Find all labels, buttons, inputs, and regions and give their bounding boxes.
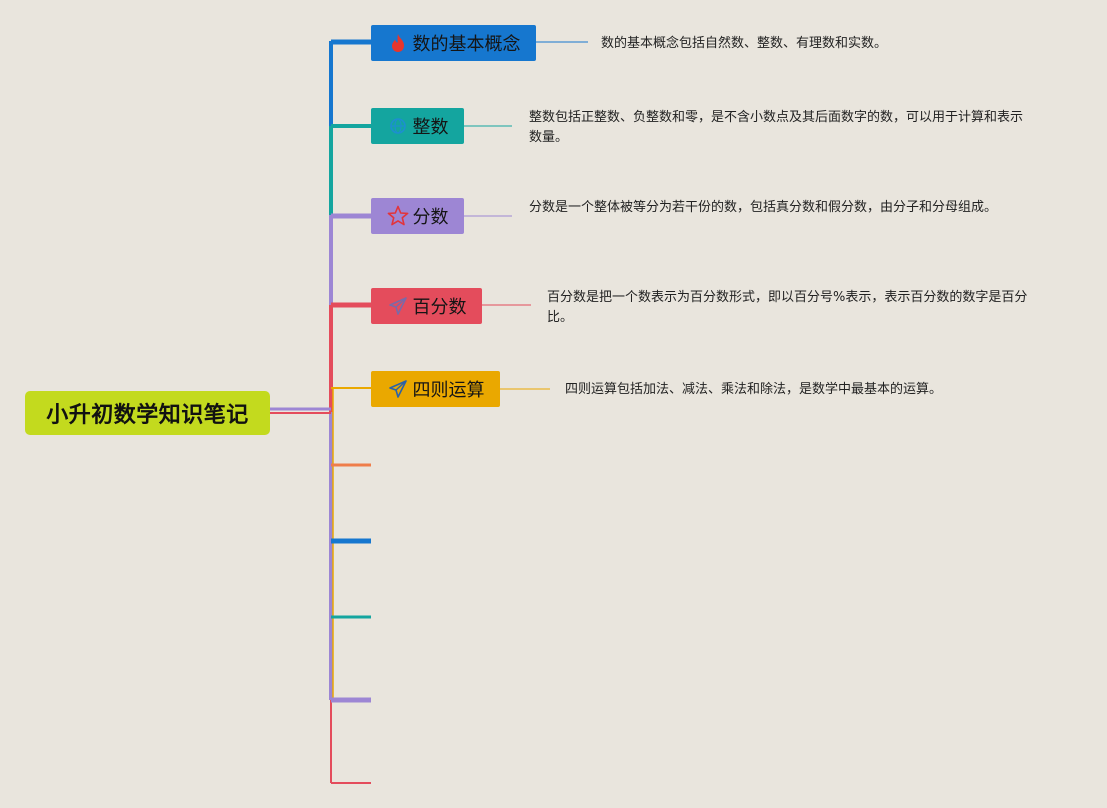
topic-description: 整数包括正整数、负整数和零，是不含小数点及其后面数字的数，可以用于计算和表示数量… [529,110,1024,145]
paper-plane-icon [387,295,409,317]
topic-label: 百分数 [412,297,467,318]
topic-node-integers[interactable]: 整数 [371,108,464,144]
topic-node-fractions[interactable]: 分数 [371,198,464,234]
globe-icon [387,115,409,137]
topic-label: 四则运算 [412,380,485,401]
topic-description: 数的基本概念包括自然数、整数、有理数和实数。 [601,36,888,51]
topic-node-number-concepts[interactable]: 数的基本概念 [371,25,536,61]
topic-label: 数的基本概念 [412,34,521,55]
paper-plane-icon [387,378,409,400]
topic-description: 百分数是把一个数表示为百分数形式，即以百分号%表示，表示百分数的数字是百分比。 [547,290,1028,325]
flame-icon [387,32,409,54]
topic-node-arithmetic-operations[interactable]: 四则运算 [371,371,500,407]
topic-description: 四则运算包括加法、减法、乘法和除法，是数学中最基本的运算。 [565,382,943,397]
root-topic[interactable]: 小升初数学知识笔记 [25,391,270,435]
topic-description: 分数是一个整体被等分为若干份的数，包括真分数和假分数，由分子和分母组成。 [529,200,998,215]
topic-node-percentages[interactable]: 百分数 [371,288,482,324]
star-icon [387,205,409,227]
topic-label: 整数 [412,117,449,138]
topic-label: 分数 [412,207,449,228]
